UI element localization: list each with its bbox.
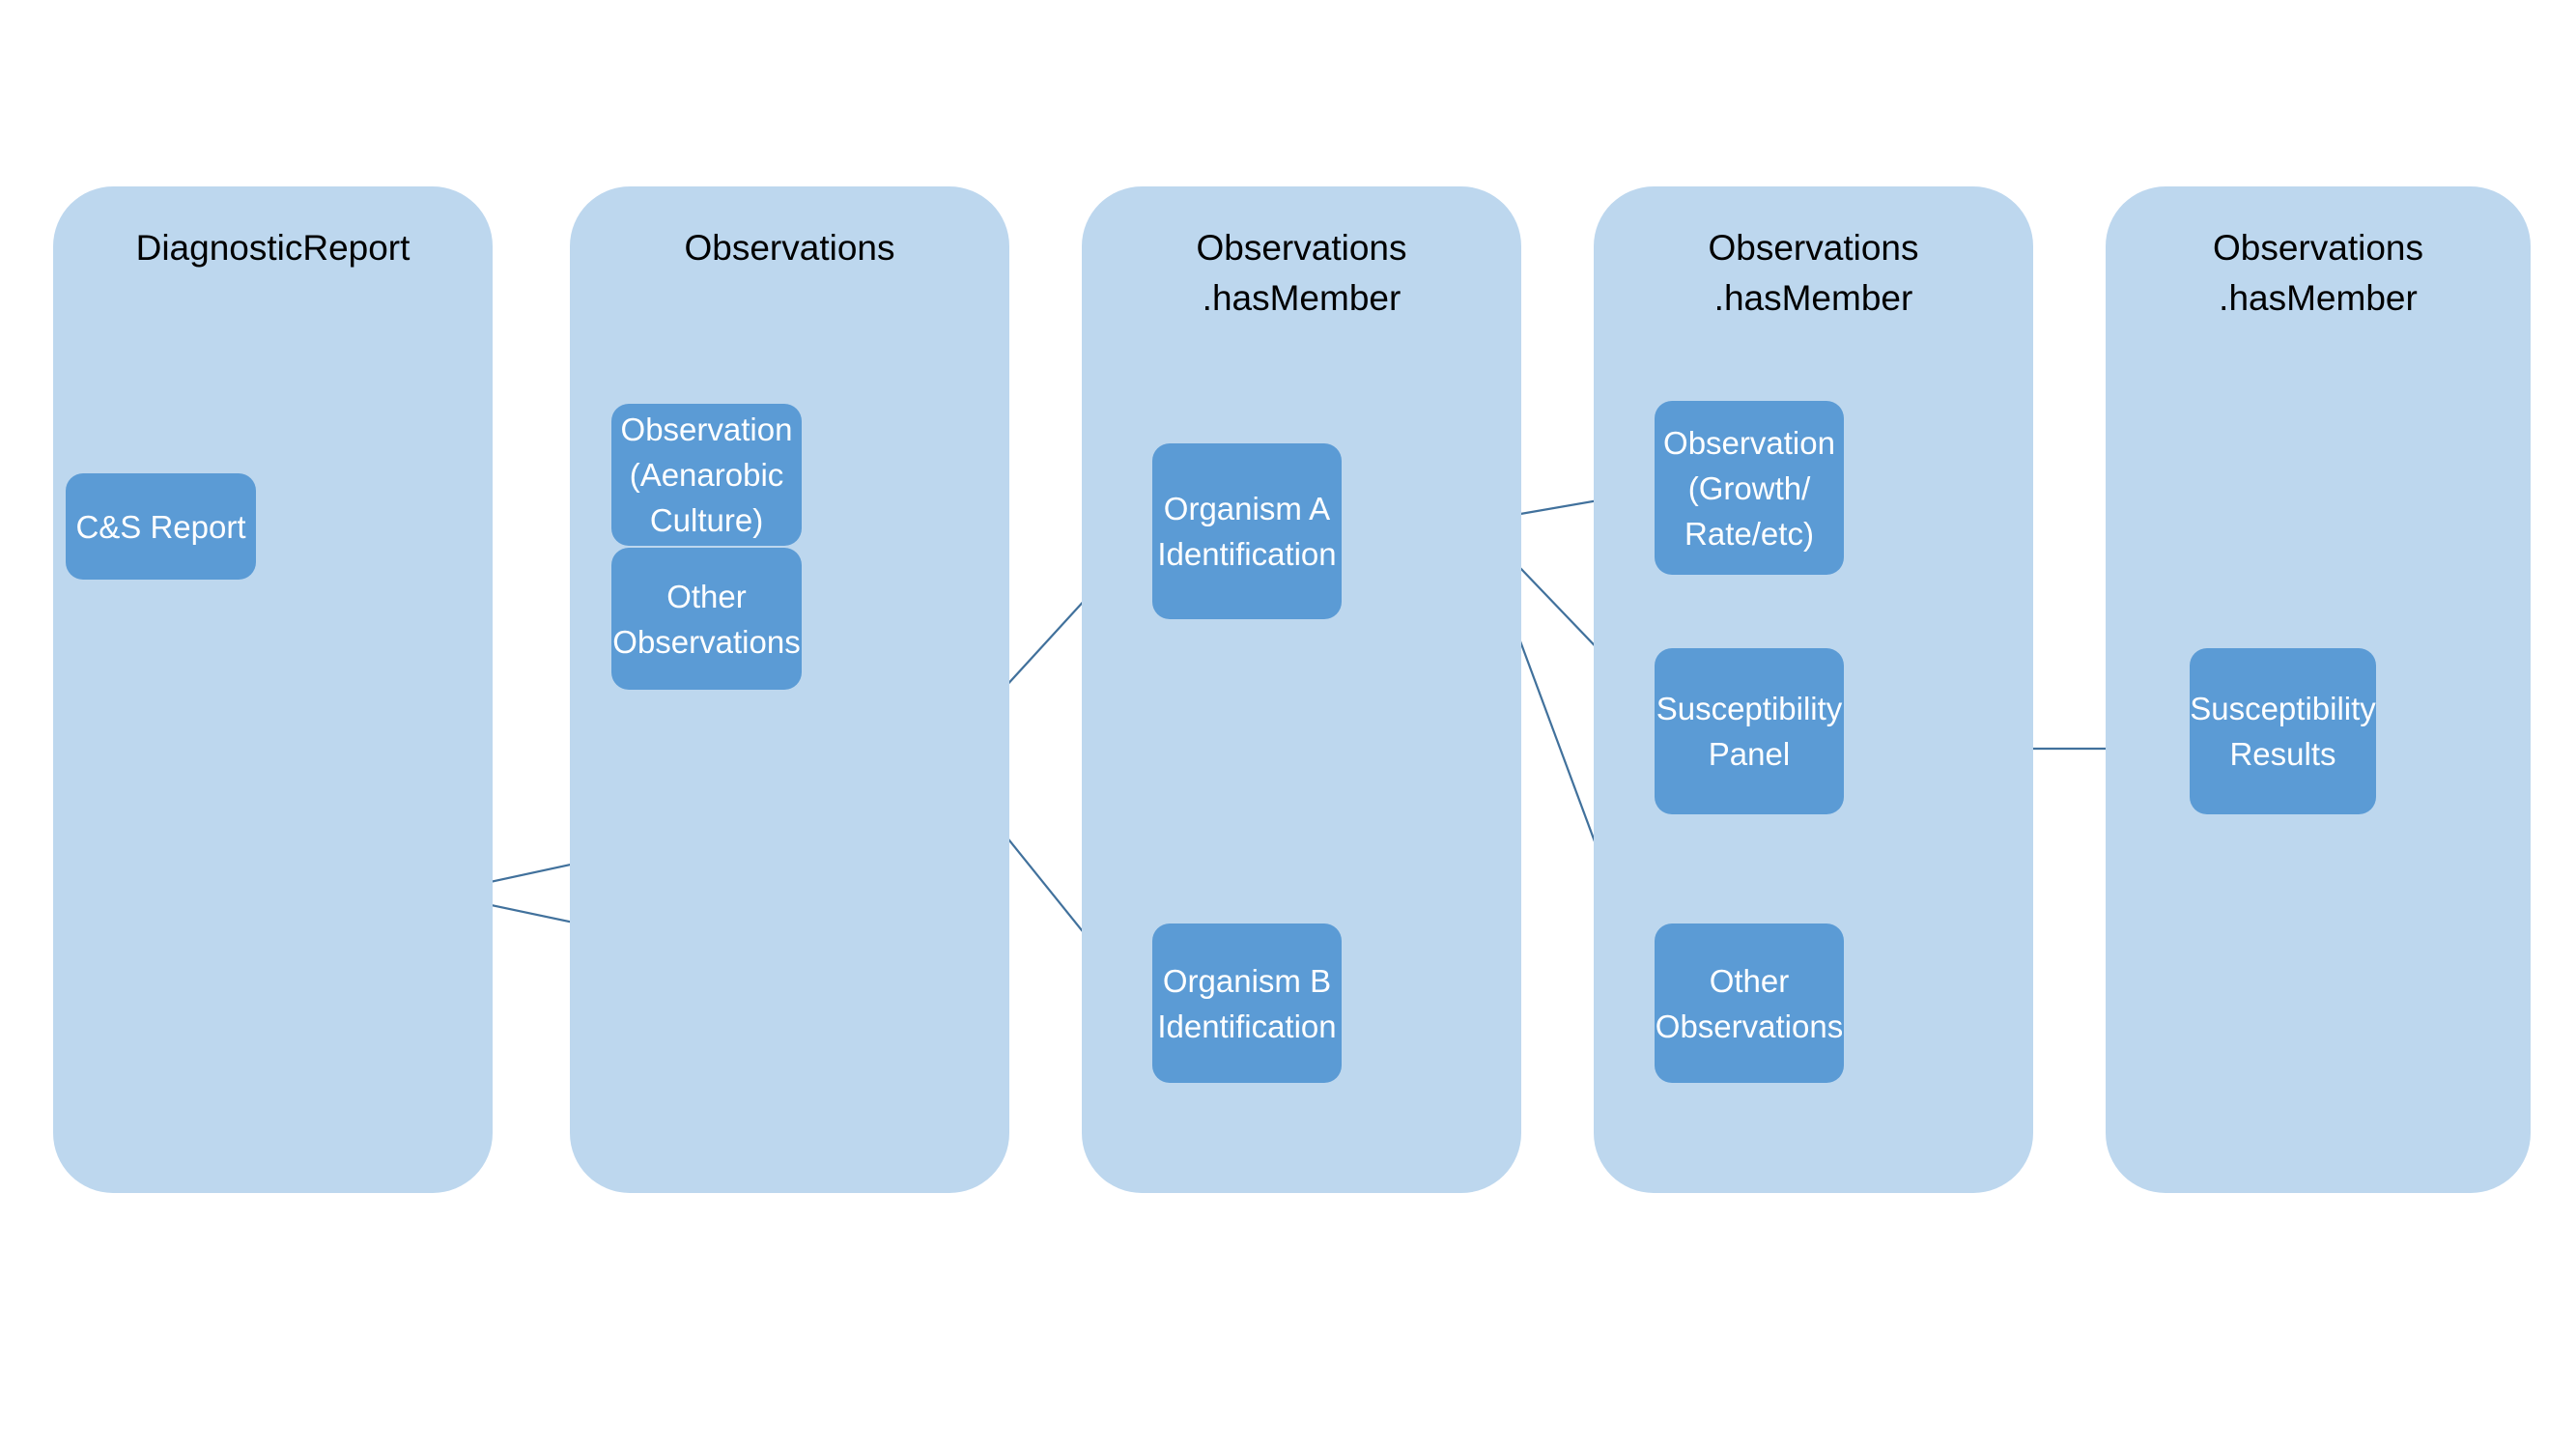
node-susceptibility-results[interactable]: Susceptibility Results xyxy=(2190,648,2376,814)
column-header-diagnostic-report: DiagnosticReport xyxy=(135,228,410,268)
node-organism-b-identification[interactable]: Organism B Identification xyxy=(1152,923,1342,1083)
column-header-observations: Observations xyxy=(684,228,895,268)
node-observation-anaerobic-culture[interactable]: Observation (Aenarobic Culture) xyxy=(611,404,802,546)
column-panel-observations-hasmember-1: Observations .hasMember Organism A Ident… xyxy=(1082,186,1521,1193)
node-other-observations-col2[interactable]: Other Observations xyxy=(611,548,802,690)
node-organism-a-identification[interactable]: Organism A Identification xyxy=(1152,443,1342,619)
column-header-observations-hasmember-2: Observations .hasMember xyxy=(1708,228,1919,318)
column-header-observations-hasmember-3: Observations .hasMember xyxy=(2213,228,2423,318)
column-header-observations-hasmember-1: Observations .hasMember xyxy=(1196,228,1407,318)
column-panel-observations: Observations Observation (Aenarobic Cult… xyxy=(570,186,1009,1193)
node-observation-growth-rate[interactable]: Observation (Growth/ Rate/etc) xyxy=(1655,401,1844,575)
column-panel-observations-hasmember-3: Observations .hasMember Susceptibility R… xyxy=(2106,186,2531,1193)
node-susceptibility-panel[interactable]: Susceptibility Panel xyxy=(1655,648,1844,814)
column-panel-observations-hasmember-2: Observations .hasMember Observation (Gro… xyxy=(1594,186,2033,1193)
node-other-observations-col4[interactable]: Other Observations xyxy=(1655,923,1844,1083)
column-panel-diagnostic-report: DiagnosticReport C&S Report xyxy=(53,186,493,1193)
node-cs-report[interactable]: C&S Report xyxy=(66,473,256,580)
